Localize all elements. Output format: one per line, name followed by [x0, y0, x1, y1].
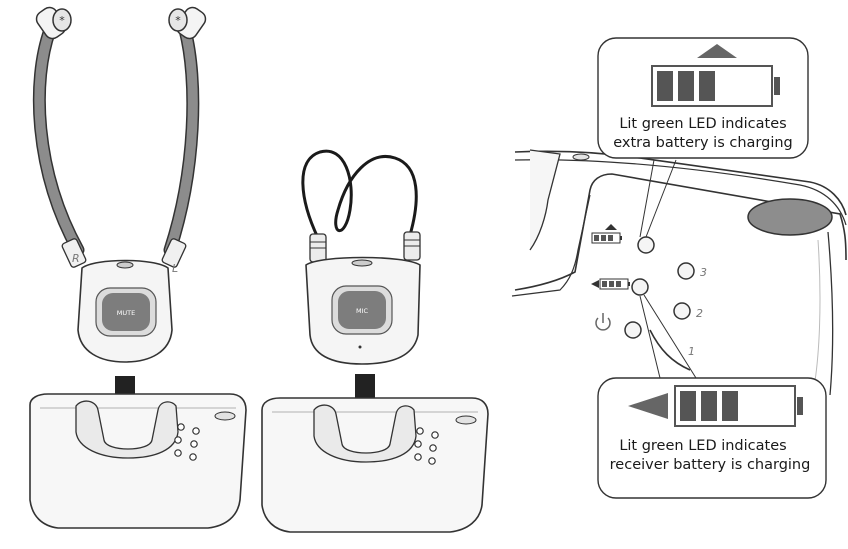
receiver-cord: [301, 149, 418, 239]
channel-button-3[interactable]: [677, 262, 695, 280]
receiver-battery-indicator-icon: [591, 278, 630, 290]
left-arrow-icon: [628, 393, 668, 419]
battery-charging-icon-top: [651, 65, 780, 107]
charger-dock-hole: [747, 198, 833, 236]
battery-charging-icon-bottom: [674, 385, 803, 427]
mic-receiver: MIC: [301, 149, 421, 365]
channel-button-2[interactable]: [673, 302, 691, 320]
right-ear-tip: *: [168, 6, 207, 40]
power-icon: [595, 313, 611, 331]
power-button[interactable]: [624, 321, 642, 339]
headset-left-mark: L: [172, 262, 178, 275]
callout-top-line2: extra battery is charging: [613, 135, 793, 151]
charger-base-left: [29, 393, 247, 529]
svg-text:*: *: [59, 14, 65, 27]
extra-battery-led: [637, 236, 655, 254]
callout-top-line1: Lit green LED indicates: [619, 116, 786, 132]
stethoset-headset: * * R L MUTE: [32, 6, 207, 363]
svg-text:*: *: [175, 14, 181, 27]
callout-bottom-line2: receiver battery is charging: [610, 457, 811, 473]
callout-bottom-line1: Lit green LED indicates: [619, 438, 786, 454]
channel-number-1: 1: [688, 345, 695, 358]
callout-extra-battery: Lit green LED indicates extra battery is…: [597, 37, 809, 238]
receiver-battery-led: [631, 278, 649, 296]
charger-closeup: 3 2 1: [511, 149, 847, 399]
headset-right-mark: R: [72, 252, 80, 265]
charger-base-middle: [261, 397, 489, 533]
callout-receiver-battery: Lit green LED indicates receiver battery…: [597, 294, 827, 499]
channel-number-2: 2: [696, 307, 703, 320]
channel-number-3: 3: [700, 266, 707, 279]
up-arrow-icon: [697, 44, 737, 58]
mute-button-label: MUTE: [117, 309, 135, 317]
mic-button-label: MIC: [356, 307, 369, 315]
left-ear-tip: *: [35, 6, 72, 40]
extra-battery-indicator-icon: [591, 224, 622, 244]
